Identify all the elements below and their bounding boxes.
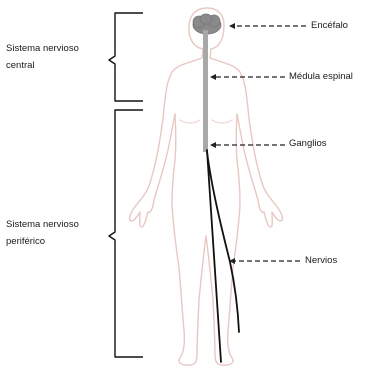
label-nerves: Nervios — [305, 255, 337, 267]
label-central-line1: Sistema nervioso — [6, 43, 79, 55]
label-ganglia: Ganglios — [289, 138, 327, 150]
spinal-cord-shape — [203, 30, 208, 152]
label-peripheral-line2: periférico — [6, 236, 79, 248]
group-brackets — [109, 13, 143, 357]
label-peripheral-line1: Sistema nervioso — [6, 219, 79, 231]
label-central-line2: central — [6, 60, 79, 72]
label-brain: Encéfalo — [311, 20, 348, 32]
bracket-peripheral — [109, 110, 143, 357]
label-central-nervous-system: Sistema nervioso central — [6, 43, 79, 72]
label-peripheral-nervous-system: Sistema nervioso periférico — [6, 219, 79, 248]
bracket-central — [109, 13, 143, 101]
label-spinal-cord: Médula espinal — [289, 71, 353, 83]
